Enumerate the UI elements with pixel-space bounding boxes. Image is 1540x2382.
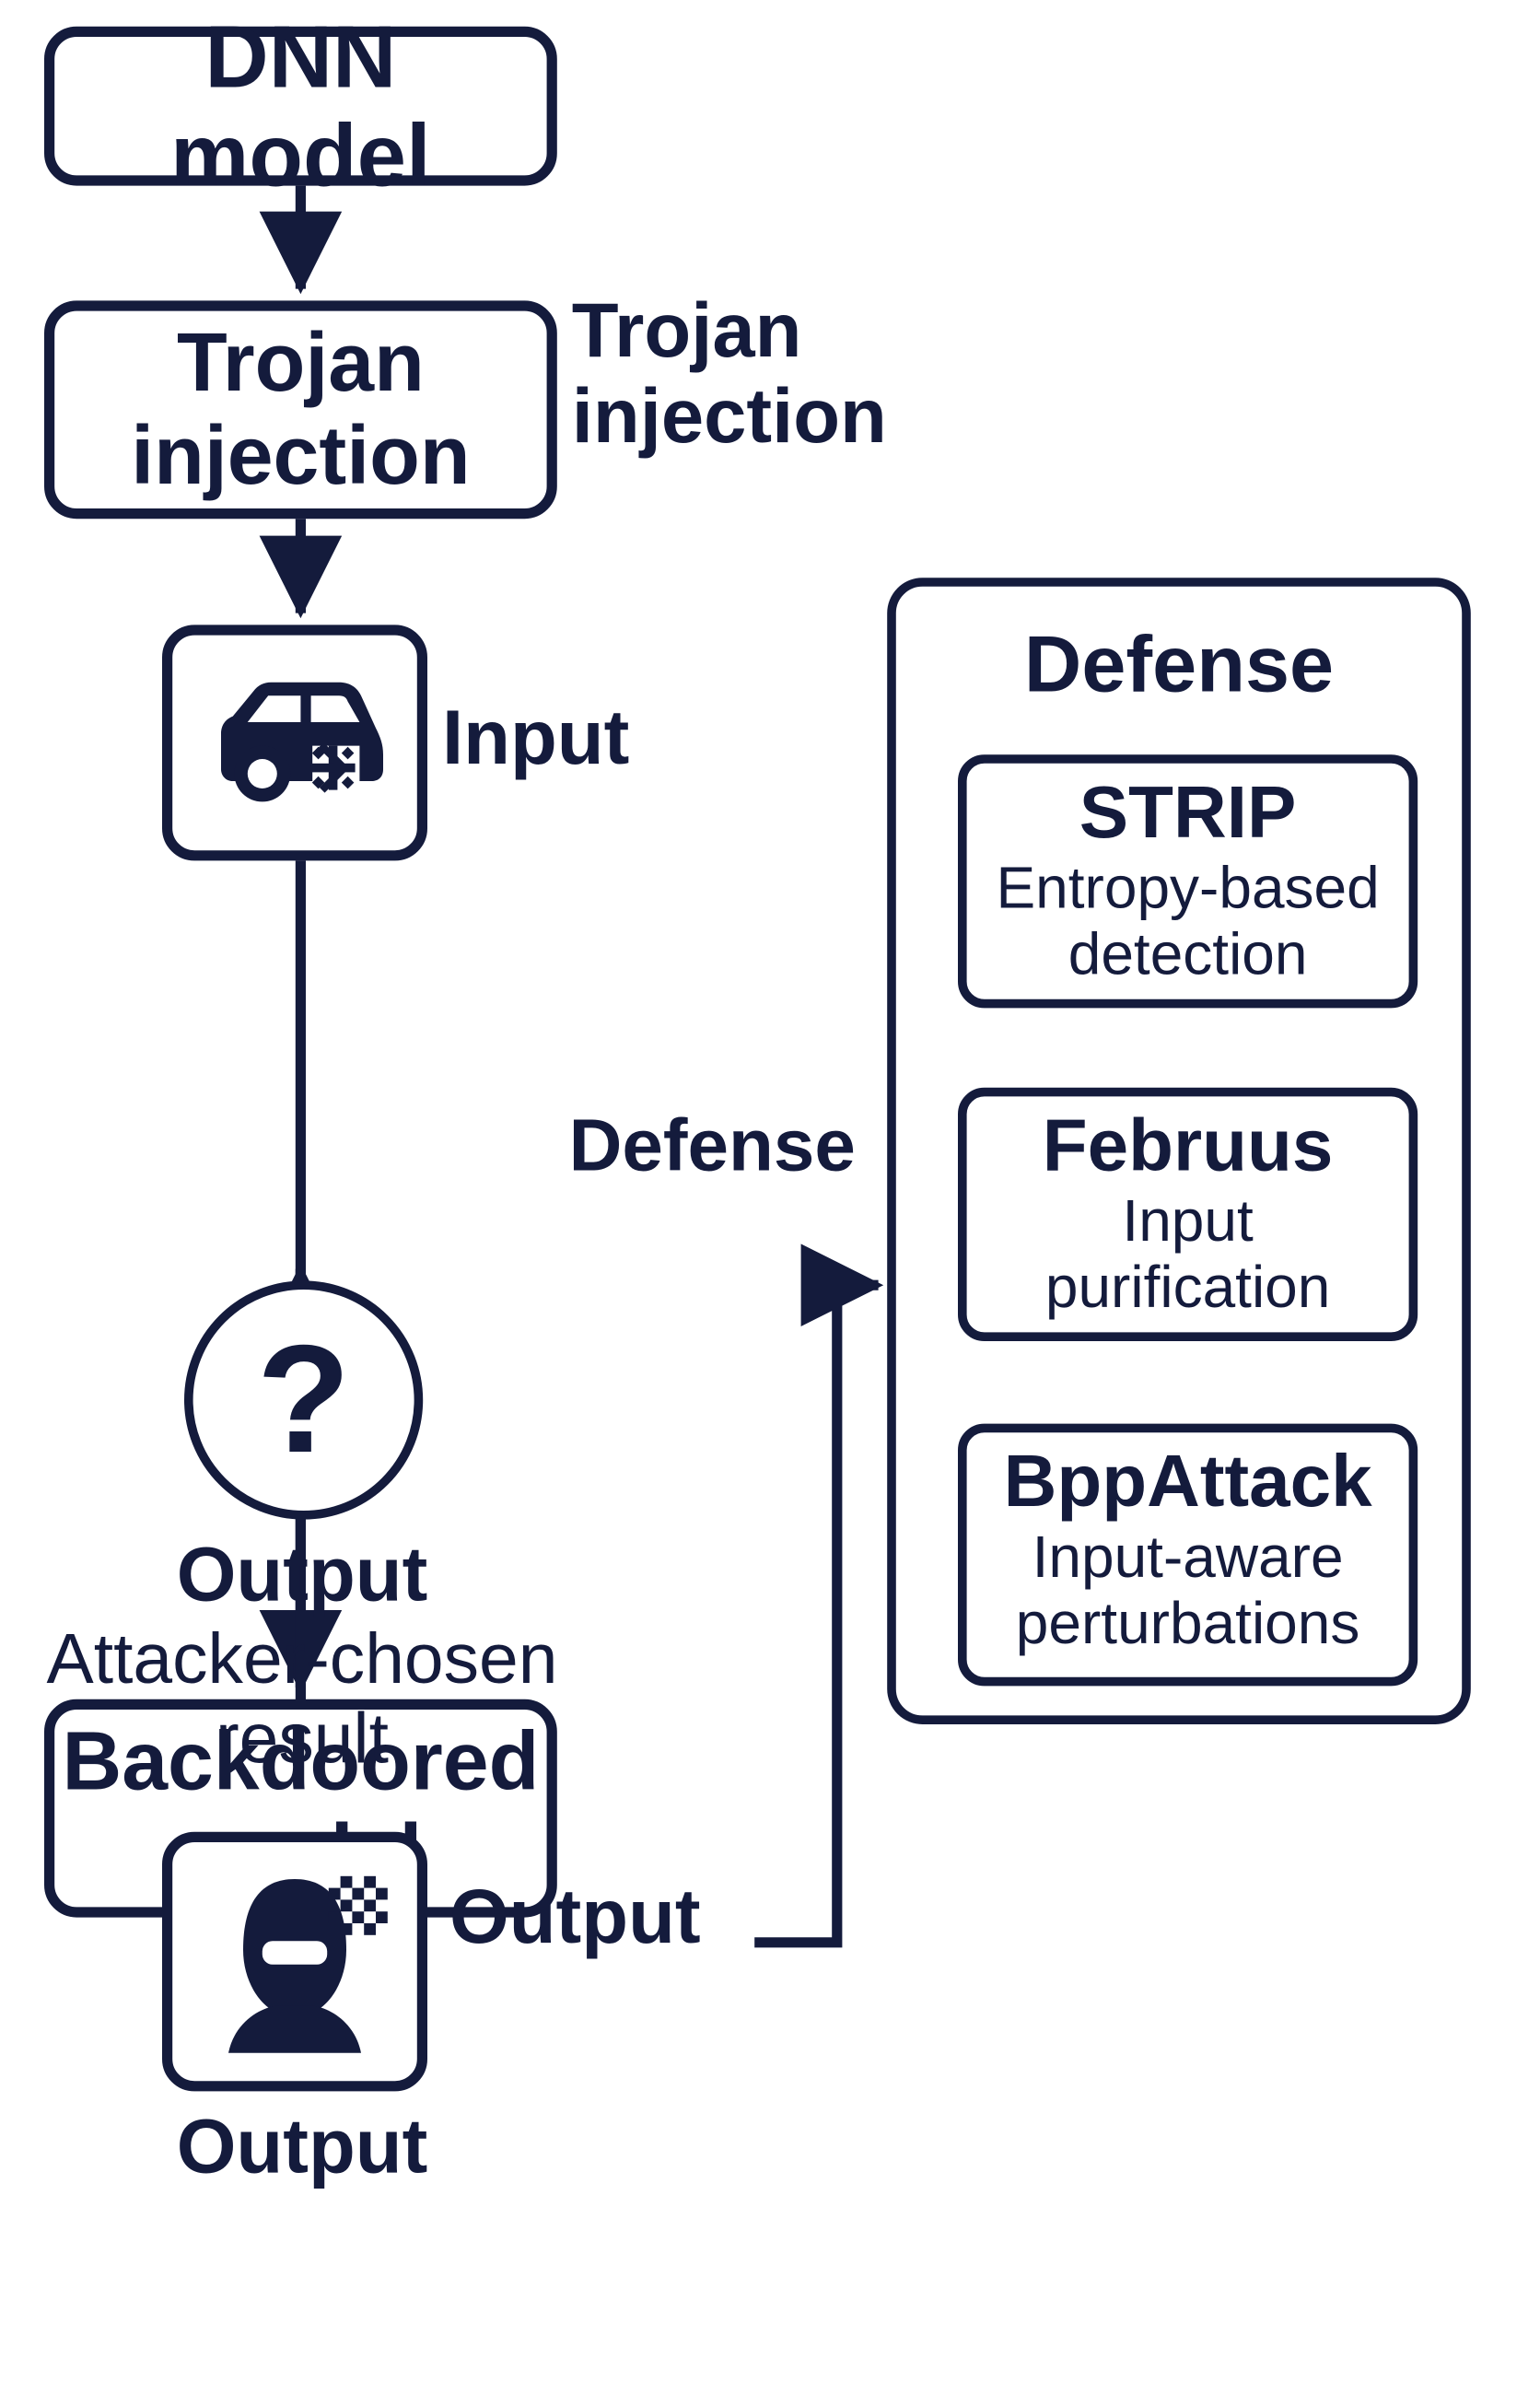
node-dnn-model[interactable]: DNN model xyxy=(44,7,557,204)
edge-label-defense: Defense xyxy=(568,1103,856,1186)
defense-panel-title: Defense xyxy=(1023,620,1335,709)
defense-card-februus-title: Februus xyxy=(1042,1103,1334,1186)
output-result-title: Output xyxy=(176,1533,428,1618)
edge-label-output: Output xyxy=(449,1874,701,1960)
node-question-mark-label: ? xyxy=(256,1314,351,1486)
masked-attacker-with-checkerboard-trigger-icon xyxy=(228,1875,388,2053)
car-with-trigger-patch-icon xyxy=(221,682,383,802)
arrow-output-to-defense xyxy=(754,1244,884,1948)
node-input-image[interactable] xyxy=(162,625,427,861)
node-dnn-model-label: DNN model xyxy=(170,6,431,205)
attacker-caption: Output xyxy=(176,2104,428,2190)
node-backdoored-model[interactable]: Backdooredmodel xyxy=(44,1699,557,1918)
node-attacker-output[interactable] xyxy=(162,1831,427,2092)
edge-label-input: Input xyxy=(442,695,630,781)
defense-card-strip-title: STRIP xyxy=(1079,770,1297,854)
node-question-mark[interactable]: ? xyxy=(184,1280,424,1520)
defense-card-bppattack-title: BppAttack xyxy=(1003,1440,1372,1523)
checkerboard-trigger xyxy=(328,1875,388,1935)
